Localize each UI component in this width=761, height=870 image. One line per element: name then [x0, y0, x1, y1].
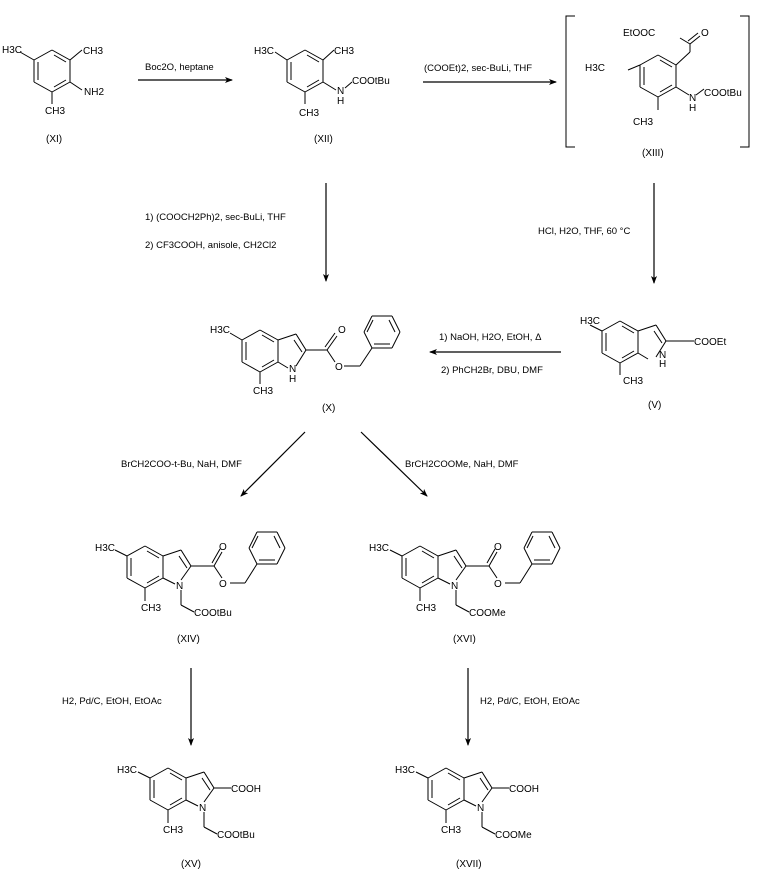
- compound-id-X: (X): [322, 403, 335, 414]
- conditions-XI-to-XII: Boc2O, heptane: [145, 62, 214, 73]
- compound-XVII: H3C COOH N CH3 COOMe (XVII): [395, 765, 539, 870]
- xi-nh2: NH2: [84, 87, 104, 98]
- xvii-ch3: CH3: [441, 825, 461, 836]
- compound-id-XVII: (XVII): [456, 859, 482, 870]
- compound-XII: H3C CH3 N H COOtBu CH3 (XII): [254, 46, 390, 145]
- xvi-coome: COOMe: [469, 608, 506, 619]
- v-cooet: COOEt: [694, 337, 726, 348]
- xvi-ch3: CH3: [416, 603, 436, 614]
- conditions-V-to-X-step2: 2) PhCH2Br, DBU, DMF: [441, 365, 543, 376]
- conditions-V-to-X-step1: 1) NaOH, H2O, EtOH, Δ: [439, 332, 542, 343]
- x-ch3: CH3: [253, 386, 273, 397]
- xv-cootbu: COOtBu: [217, 830, 255, 841]
- xiv-n: N: [176, 581, 183, 592]
- conditions-X-to-XIV: BrCH2COO-t-Bu, NaH, DMF: [121, 459, 242, 470]
- v-h3c: H3C: [580, 316, 600, 327]
- xvii-cooh: COOH: [509, 784, 539, 795]
- xiv-h3c: H3C: [95, 543, 115, 554]
- xv-n: N: [199, 803, 206, 814]
- xvii-n: N: [477, 803, 484, 814]
- compound-V: H3C COOEt N H CH3 (V): [580, 316, 726, 411]
- xvi-carbonyl-o: O: [494, 542, 502, 553]
- conditions-XII-to-X-step2: 2) CF3COOH, anisole, CH2Cl2: [145, 240, 276, 251]
- compound-XI: H3C CH3 NH2 CH3 (XI): [2, 45, 104, 145]
- xvi-ester-o: O: [494, 579, 502, 590]
- xii-ch3-top: CH3: [334, 46, 354, 57]
- conditions-XII-to-X-step1: 1) (COOCH2Ph)2, sec-BuLi, THF: [145, 212, 286, 223]
- compound-id-XI: (XI): [46, 134, 62, 145]
- xii-ch3-bottom: CH3: [299, 108, 319, 119]
- xiii-n: N: [689, 93, 696, 104]
- compound-id-XV: (XV): [181, 859, 201, 870]
- x-n: N: [289, 364, 296, 375]
- compound-id-XII: (XII): [314, 134, 333, 145]
- compound-X: H3C O O N H CH3 (X): [210, 315, 401, 414]
- v-n: N: [659, 350, 666, 361]
- xiii-ch3: CH3: [633, 117, 653, 128]
- arrow-X-to-XIV: [240, 431, 306, 497]
- xi-h3c: H3C: [2, 45, 22, 56]
- conditions-XIV-to-XV: H2, Pd/C, EtOH, EtOAc: [62, 696, 162, 707]
- compound-XIII: EtOOC O H3C N H COOtBu CH3 (XIII): [565, 15, 750, 159]
- compound-id-XVI: (XVI): [453, 634, 476, 645]
- compound-XVI: H3C O O N CH3 COOMe (XVI): [369, 531, 561, 645]
- xii-h: H: [337, 96, 344, 107]
- xi-ch3-top: CH3: [83, 46, 103, 57]
- xiii-h3c: H3C: [585, 63, 605, 74]
- compound-XIV: H3C O O N CH3 COOtBu (XIV): [95, 531, 286, 645]
- xii-cootbu: COOtBu: [352, 76, 390, 87]
- xiii-h: H: [689, 103, 696, 114]
- xv-ch3: CH3: [163, 825, 183, 836]
- xv-h3c: H3C: [117, 765, 137, 776]
- xvi-n: N: [451, 581, 458, 592]
- xiv-carbonyl-o: O: [219, 542, 227, 553]
- x-ester-o: O: [335, 362, 343, 373]
- xvi-h3c: H3C: [369, 543, 389, 554]
- xiii-etooc: EtOOC: [623, 28, 655, 39]
- xiii-cootbu: COOtBu: [704, 88, 742, 99]
- arrow-X-to-XVI: [360, 431, 428, 497]
- xiv-ch3: CH3: [141, 603, 161, 614]
- compound-id-V: (V): [648, 400, 661, 411]
- xv-cooh: COOH: [231, 784, 261, 795]
- xiii-oxo: O: [701, 28, 709, 39]
- conditions-XII-to-XIII: (COOEt)2, sec-BuLi, THF: [424, 63, 532, 74]
- compound-id-XIII: (XIII): [642, 148, 664, 159]
- xiv-ester-o: O: [219, 579, 227, 590]
- conditions-X-to-XVI: BrCH2COOMe, NaH, DMF: [405, 459, 519, 470]
- conditions-XIII-to-V: HCl, H2O, THF, 60 °C: [538, 226, 630, 237]
- xii-h3c: H3C: [254, 46, 274, 57]
- x-h: H: [289, 374, 296, 385]
- v-h: H: [659, 359, 666, 370]
- xiv-cootbu: COOtBu: [194, 608, 232, 619]
- xii-n: N: [337, 86, 344, 97]
- compound-XV: H3C COOH N CH3 COOtBu (XV): [117, 765, 261, 870]
- xi-ch3-bottom: CH3: [45, 106, 65, 117]
- xvii-h3c: H3C: [395, 765, 415, 776]
- xvii-coome: COOMe: [495, 830, 532, 841]
- v-ch3: CH3: [623, 376, 643, 387]
- conditions-XVI-to-XVII: H2, Pd/C, EtOH, EtOAc: [480, 696, 580, 707]
- x-carbonyl-o: O: [338, 325, 346, 336]
- compound-id-XIV: (XIV): [177, 634, 200, 645]
- x-h3c: H3C: [210, 325, 230, 336]
